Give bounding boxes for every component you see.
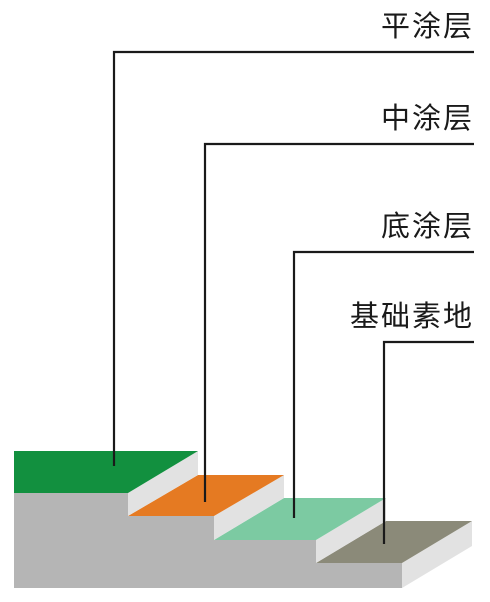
leader-line-middle-coat: [203, 142, 474, 502]
leader-line-substrate: [382, 340, 474, 544]
top-slab-side: [128, 451, 198, 516]
label-substrate: 基础素地: [350, 299, 474, 333]
top-coat-surface: [14, 451, 198, 493]
label-middle-coat: 中涂层: [381, 101, 474, 135]
substrate-surface: [316, 521, 472, 563]
label-primer-coat: 底涂层: [381, 209, 474, 243]
primer-slab: [14, 498, 386, 563]
leader-line-top-coat: [112, 50, 474, 466]
primer-slab-front: [14, 540, 316, 563]
base-slab: [14, 521, 472, 588]
leader-line-primer-coat: [292, 250, 474, 518]
label-top-coat: 平涂层: [381, 9, 474, 43]
primer-coat-surface: [214, 498, 386, 540]
base-slab-side: [402, 521, 472, 588]
base-slab-front: [14, 563, 402, 588]
top-slab: [14, 451, 198, 516]
middle-slab-front: [14, 516, 214, 540]
primer-slab-side: [316, 498, 386, 563]
top-slab-front: [14, 493, 128, 516]
middle-slab-side: [214, 475, 284, 540]
